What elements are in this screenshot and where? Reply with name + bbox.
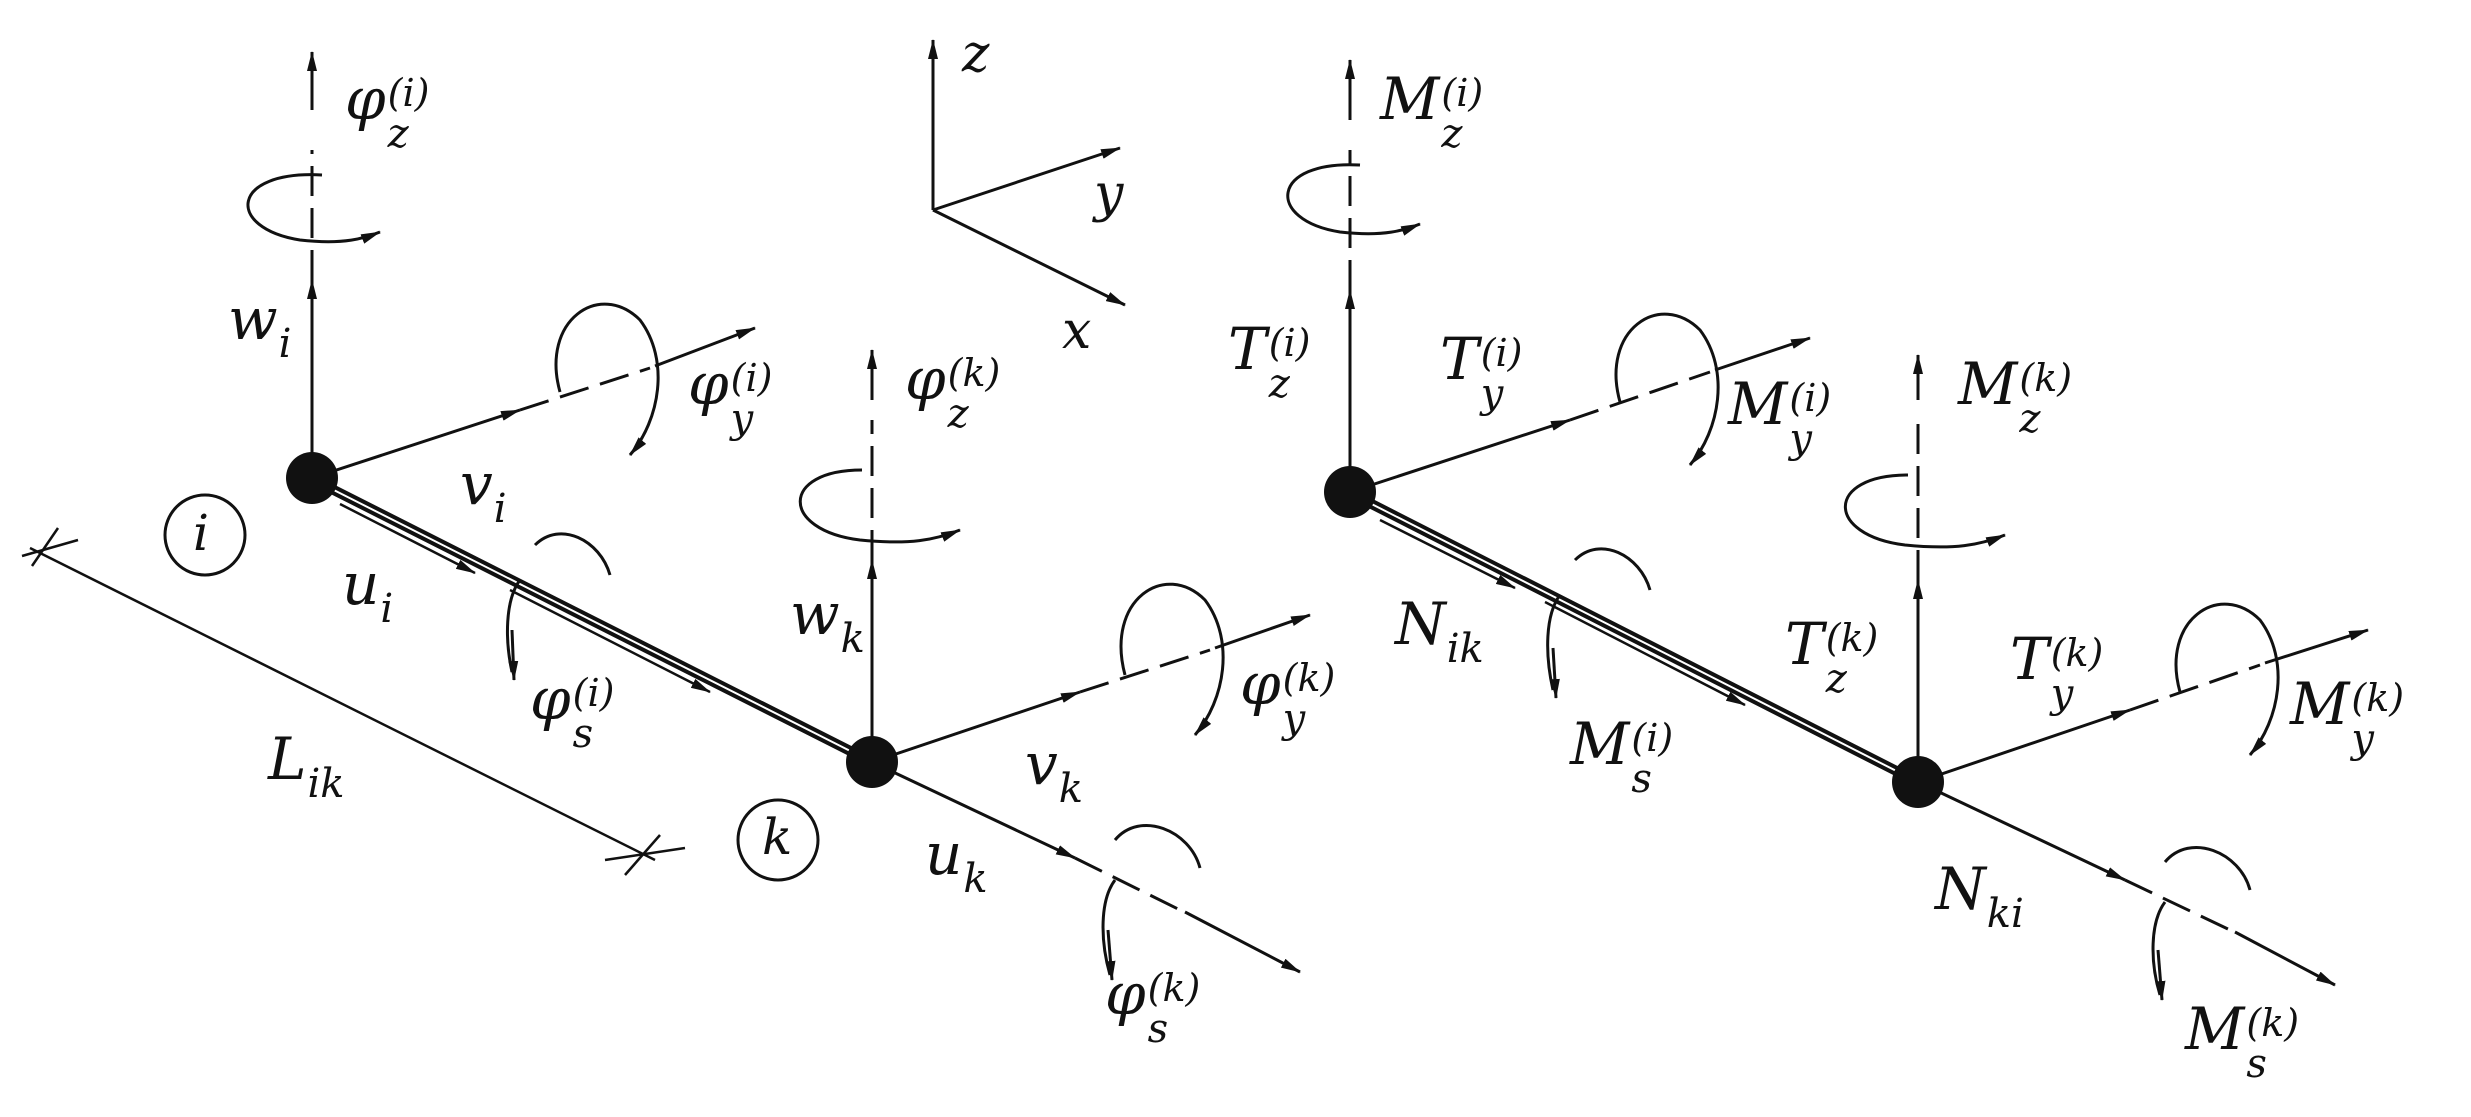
- T-y-i-label: T(i)y: [1440, 325, 1523, 418]
- N-ki-label: Nki: [1935, 855, 2024, 937]
- node-k-right: [1892, 756, 1944, 808]
- coordinate-system: [928, 39, 1126, 307]
- M-z-i-rotation-arrow: [1286, 163, 1421, 236]
- w-i-label: wi: [228, 285, 292, 367]
- phi-s-i-arrow: [509, 588, 711, 694]
- y-axis-arrow: [932, 146, 1121, 212]
- v-i-label: vi: [460, 450, 507, 532]
- M-z-k-rotation-arrow: [1844, 473, 2006, 549]
- M-y-i-rotation-arrow: [1614, 312, 1720, 466]
- phi-s-k-arrow: [1184, 910, 1301, 974]
- M-s-k-rotation-arrow: [2151, 845, 2252, 996]
- length-label: Lik: [268, 725, 345, 807]
- M-s-k-arrow: [2234, 930, 2336, 987]
- phi-z-i-label: φ(i)z: [345, 65, 430, 158]
- N-ik-arrow: [1379, 518, 1516, 590]
- phi-y-i-rotation-arrow: [554, 302, 660, 456]
- phi-y-i-arrow: [654, 326, 756, 368]
- v-i-arrow: [311, 408, 521, 480]
- M-z-k-label: M(k)z: [1958, 350, 2073, 443]
- phi-z-i-rotation-arrow: [246, 173, 381, 244]
- length-dimension-line: [29, 546, 656, 862]
- node-k: [846, 736, 898, 788]
- phi-y-k-label: φ(k)y: [1240, 650, 1336, 743]
- x-axis-arrow: [932, 208, 1126, 307]
- M-y-i-arrow: [1714, 336, 1811, 372]
- u-k-arrow: [871, 760, 1076, 860]
- u-i-label: ui: [342, 550, 394, 632]
- node-i-tag: [163, 493, 247, 577]
- phi-y-i-label: φ(i)y: [688, 350, 773, 443]
- node-i-label: i: [193, 504, 209, 562]
- phi-z-k-label: φ(k)z: [905, 345, 1001, 438]
- M-s-i-label: M(i)s: [1570, 710, 1674, 803]
- phi-s-i-label: φ(i)s: [530, 665, 615, 758]
- N-ki-arrow: [1917, 780, 2126, 882]
- phi-y-k-arrow: [1214, 613, 1311, 650]
- T-y-i-arrow: [1349, 418, 1571, 494]
- M-s-k-label: M(k)s: [2185, 995, 2300, 1088]
- right-beam-figure: [1286, 59, 2369, 1001]
- M-y-k-rotation-arrow: [2174, 602, 2280, 756]
- node-k-tag: [736, 798, 820, 882]
- N-ik-label: Nik: [1395, 590, 1484, 672]
- v-k-arrow: [871, 690, 1081, 764]
- y-axis-label: y: [1094, 164, 1124, 224]
- M-y-k-arrow: [2264, 628, 2369, 665]
- T-z-k-label: T(k)z: [1785, 610, 1879, 703]
- phi-y-k-rotation-arrow: [1119, 582, 1225, 736]
- w-k-label: wk: [790, 580, 865, 662]
- M-s-i-rotation-arrow: [1546, 547, 1652, 691]
- M-y-i-label: M(i)y: [1728, 370, 1832, 463]
- node-k-label: k: [762, 808, 793, 866]
- T-z-i-label: T(i)z: [1228, 315, 1311, 408]
- node-i: [286, 452, 338, 504]
- T-y-k-label: T(k)y: [2010, 625, 2104, 718]
- T-y-k-arrow: [1917, 708, 2131, 784]
- phi-z-k-rotation-arrow: [798, 468, 961, 544]
- v-k-label: vk: [1025, 730, 1084, 812]
- u-i-arrow: [339, 502, 476, 575]
- phi-s-k-rotation-arrow: [1101, 823, 1202, 976]
- left-beam-figure: [21, 51, 1311, 981]
- M-s-i-arrow: [1544, 600, 1746, 707]
- u-k-label: uk: [925, 820, 988, 902]
- x-axis-label: x: [1062, 301, 1092, 361]
- z-axis-label: z: [962, 24, 990, 84]
- M-y-k-label: M(k)y: [2290, 670, 2405, 763]
- phi-s-k-label: φ(k)s: [1105, 960, 1201, 1053]
- M-z-i-label: M(i)z: [1380, 65, 1484, 158]
- node-i-right: [1324, 466, 1376, 518]
